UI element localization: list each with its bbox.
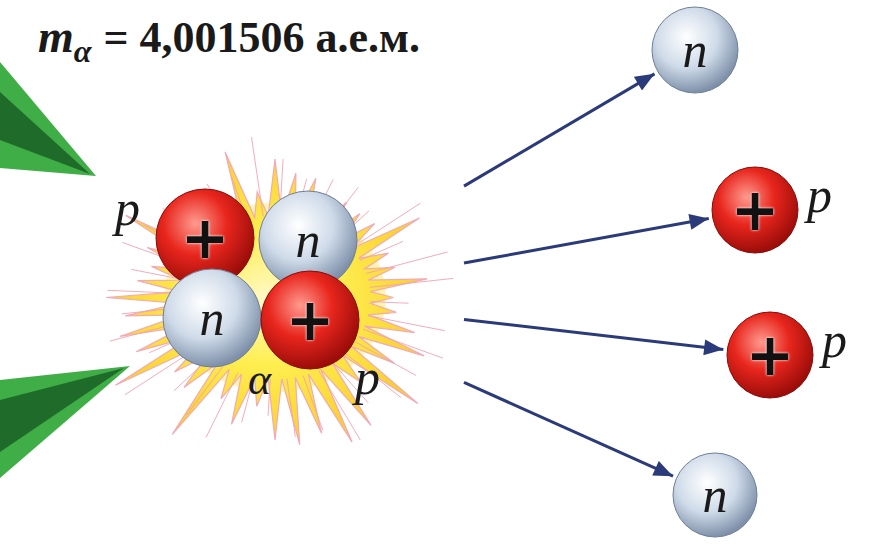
plus-sign: +: [286, 291, 335, 349]
emission-arrow: [464, 382, 673, 476]
neutron: n: [651, 6, 739, 94]
particle-symbol: p: [822, 315, 847, 365]
emission-arrow: [464, 218, 709, 263]
particle-symbol: n: [200, 293, 225, 343]
ray: [107, 290, 179, 293]
particle-symbol: n: [683, 25, 708, 75]
particle-symbol: p: [807, 170, 832, 220]
proton: +p: [260, 270, 360, 370]
ray: [366, 252, 447, 273]
particle-symbol: p: [115, 183, 140, 233]
plus-sign: +: [731, 181, 780, 239]
ray: [351, 203, 420, 248]
neutron: n: [672, 452, 758, 538]
particle-symbol: p: [355, 352, 380, 402]
particle-symbol: n: [296, 215, 321, 265]
mass-label: α: [74, 33, 92, 70]
alpha-symbol: α: [248, 358, 271, 402]
proton-disc: [727, 312, 813, 398]
mass-label: m: [38, 10, 74, 63]
proton: +p: [726, 311, 814, 399]
neutron: n: [162, 268, 262, 368]
plus-sign: +: [746, 326, 795, 384]
emission-arrow: [464, 74, 655, 186]
neutron-disc: [673, 453, 757, 537]
ray: [287, 379, 295, 437]
beam: [0, 62, 96, 176]
neutron-disc: [163, 269, 261, 367]
ray: [319, 370, 361, 440]
ray: [370, 302, 408, 304]
ray: [252, 137, 264, 216]
proton: +p: [711, 166, 799, 254]
starburst-outline: [106, 152, 427, 445]
beam-stripe: [0, 92, 90, 174]
alpha-particle: +pnn+pα: [80, 130, 470, 465]
proton-disc: [712, 167, 798, 253]
beam-stripe: [0, 368, 124, 452]
beam: [0, 366, 130, 478]
ray: [303, 376, 323, 431]
emission-arrow: [464, 319, 723, 349]
plus-sign: +: [181, 209, 230, 267]
particle-symbol: n: [703, 470, 728, 520]
ray: [370, 278, 453, 287]
ray: [368, 316, 445, 331]
proton-disc: [261, 271, 359, 369]
mass-label: = 4,001506 а.е.м.: [103, 12, 420, 63]
ray: [360, 241, 403, 260]
label-row: mα= 4,001506 а.е.м.: [38, 10, 420, 63]
neutron-disc: [652, 7, 738, 93]
